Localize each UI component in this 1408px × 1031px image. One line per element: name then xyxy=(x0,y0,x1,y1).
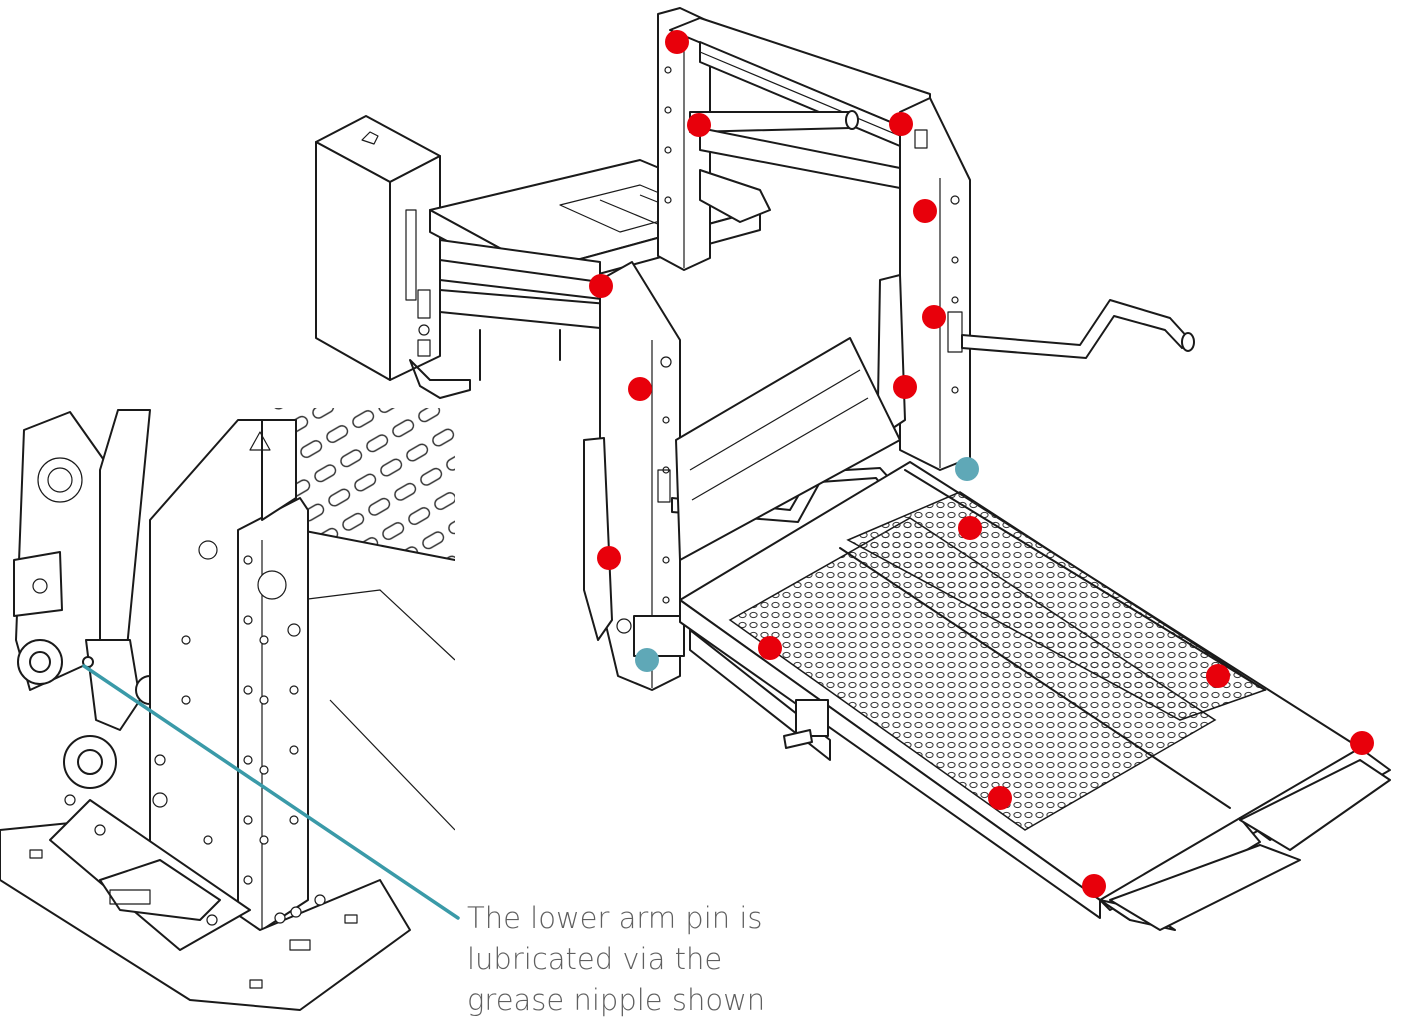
lubrication-point-platform-left xyxy=(758,636,782,660)
lubrication-markers xyxy=(589,30,1374,898)
left-rear-mast xyxy=(657,7,771,271)
control-box xyxy=(315,115,471,399)
lubrication-point-left-mast-top xyxy=(589,274,613,298)
lubrication-point-rollstop-right xyxy=(1350,731,1374,755)
roll-stops xyxy=(1099,747,1391,931)
platform xyxy=(679,461,1361,919)
grease-nipple-marker-grease-nipple-left xyxy=(635,648,659,672)
lubrication-point-frame-top-left xyxy=(665,30,689,54)
right-rear-mast xyxy=(877,97,971,471)
top-cross-frame xyxy=(669,17,931,189)
callout-text: The lower arm pin is lubricated via the … xyxy=(467,901,766,1017)
lift-assembly xyxy=(315,7,1391,931)
lubrication-point-right-mast-upper xyxy=(913,199,937,223)
lubrication-point-rollstop-left xyxy=(1082,874,1106,898)
lubrication-point-upper-arm-right-top xyxy=(889,112,913,136)
lubrication-point-left-mast-upper xyxy=(628,377,652,401)
grease-nipple-marker-grease-nipple-right xyxy=(955,457,979,481)
lubrication-point-platform-right xyxy=(1206,664,1230,688)
manual-crank-handle xyxy=(961,299,1195,359)
lubrication-point-upper-arm-left-top xyxy=(687,113,711,137)
lubrication-point-left-mast-lower xyxy=(597,546,621,570)
lubrication-point-right-mast-middle xyxy=(922,305,946,329)
lubrication-point-right-mast-lower xyxy=(893,375,917,399)
lubrication-point-platform-front xyxy=(988,786,1012,810)
left-front-mast xyxy=(583,261,685,691)
detail-inset xyxy=(0,408,455,1031)
lubrication-point-platform-rear-right xyxy=(958,516,982,540)
callout-leader-line xyxy=(82,664,460,920)
bridge-plate xyxy=(675,337,901,561)
